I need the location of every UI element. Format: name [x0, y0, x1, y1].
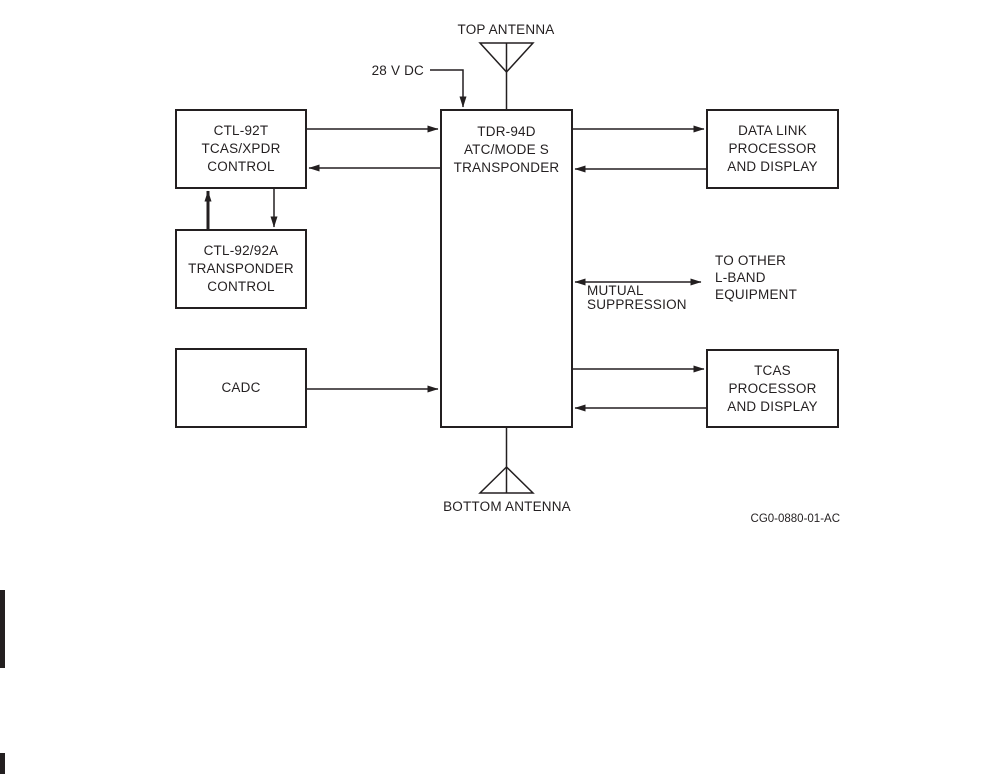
page-edge-mark-top: [0, 590, 5, 668]
arrow-power-to-tdr94d: [430, 69, 467, 108]
bottom-antenna-icon: [478, 465, 535, 494]
figure-code: CG0-0880-01-AC: [750, 513, 840, 525]
box-cadc: CADC: [175, 348, 307, 428]
l-band-equipment-label: TO OTHER L-BAND EQUIPMENT: [715, 253, 798, 302]
bottom-antenna-label: BOTTOM ANTENNA: [443, 499, 571, 514]
box-data-link-processor: DATA LINK PROCESSOR AND DISPLAY: [706, 109, 839, 189]
box-data-link-processor-label: DATA LINK PROCESSOR AND DISPLAY: [727, 123, 818, 174]
box-ctl-92t-control: CTL-92T TCAS/XPDR CONTROL: [175, 109, 307, 189]
box-cadc-label: CADC: [221, 380, 261, 395]
power-28vdc-label: 28 V DC: [371, 63, 424, 78]
page-edge-mark-bottom: [0, 753, 5, 774]
box-tcas-processor-label: TCAS PROCESSOR AND DISPLAY: [727, 362, 818, 414]
box-ctl-92-92a-control: CTL-92/92A TRANSPONDER CONTROL: [175, 229, 307, 309]
box-tdr-94d-transponder-label: TDR-94D ATC/MODE S TRANSPONDER: [453, 124, 560, 175]
top-antenna-label: TOP ANTENNA: [457, 22, 555, 37]
box-ctl-92t-control-label: CTL-92T TCAS/XPDR CONTROL: [201, 123, 281, 174]
top-antenna-icon: [478, 42, 535, 74]
box-tdr-94d-transponder: TDR-94D ATC/MODE S TRANSPONDER: [440, 109, 573, 428]
box-tcas-processor: TCAS PROCESSOR AND DISPLAY: [706, 349, 839, 428]
box-ctl-92-92a-control-label: CTL-92/92A TRANSPONDER CONTROL: [188, 243, 294, 294]
mutual-suppression-label: MUTUAL SUPPRESSION: [587, 283, 687, 312]
